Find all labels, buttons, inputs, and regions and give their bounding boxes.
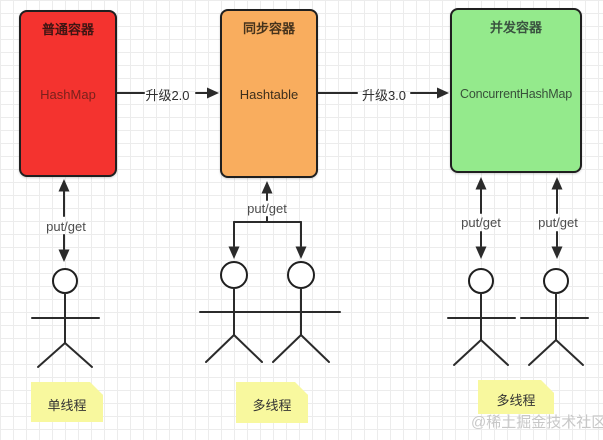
putget-label-right-2: put/get — [538, 215, 578, 230]
arrowhead-down-icon — [58, 249, 70, 262]
stick-figure-multi-1 — [447, 268, 516, 366]
stick-figure-single — [31, 268, 100, 368]
arrowhead-down-icon — [295, 246, 307, 259]
note-fold-icon — [77, 369, 90, 382]
note-multi-thread-2: 多线程 — [478, 380, 554, 414]
figure-head — [220, 261, 248, 289]
arrowhead-up-icon — [261, 181, 273, 194]
box-title: 同步容器 — [242, 21, 295, 36]
note-multi-thread-1: 多线程 — [236, 382, 308, 423]
box-title: 普通容器 — [41, 22, 94, 37]
note-label: 多线程 — [252, 398, 292, 413]
arrowhead-down-icon — [228, 246, 240, 259]
container-box-normal: 普通容器 HashMap — [19, 10, 117, 177]
upgrade2-label: 升级3.0 — [361, 88, 407, 103]
container-box-sync: 同步容器 Hashtable — [220, 9, 318, 178]
putget-label-left: put/get — [46, 219, 86, 234]
figure-head — [287, 261, 315, 289]
putget-arrow-middle-branch — [228, 181, 307, 259]
container-box-concurrent: 并发容器 ConcurrentHashMap — [450, 8, 582, 173]
note-fold-icon — [528, 367, 541, 380]
box-title: 并发容器 — [489, 20, 542, 35]
arrowhead-up-icon — [551, 177, 563, 190]
putget-label-middle: put/get — [247, 201, 287, 216]
arrowhead-up-icon — [475, 177, 487, 190]
note-label: 多线程 — [496, 393, 536, 408]
stick-figure-multi-2 — [520, 268, 589, 366]
note-label: 单线程 — [47, 398, 87, 413]
putget-label-right-1: put/get — [461, 215, 501, 230]
note-fold-icon — [282, 369, 295, 382]
upgrade1-label: 升级2.0 — [145, 88, 190, 103]
arrowhead-down-icon — [551, 246, 563, 259]
figure-head — [543, 268, 569, 294]
box-label: HashMap — [40, 87, 96, 102]
box-label: Hashtable — [239, 87, 299, 102]
arrowhead-down-icon — [475, 246, 487, 259]
figure-head — [52, 268, 78, 294]
box-label: ConcurrentHashMap — [460, 87, 572, 101]
stick-figure-pair — [199, 261, 341, 363]
figure-head — [468, 268, 494, 294]
watermark: @稀土掘金技术社区 — [471, 414, 603, 431]
arrowhead-up-icon — [58, 179, 70, 192]
note-single-thread: 单线程 — [31, 382, 103, 422]
